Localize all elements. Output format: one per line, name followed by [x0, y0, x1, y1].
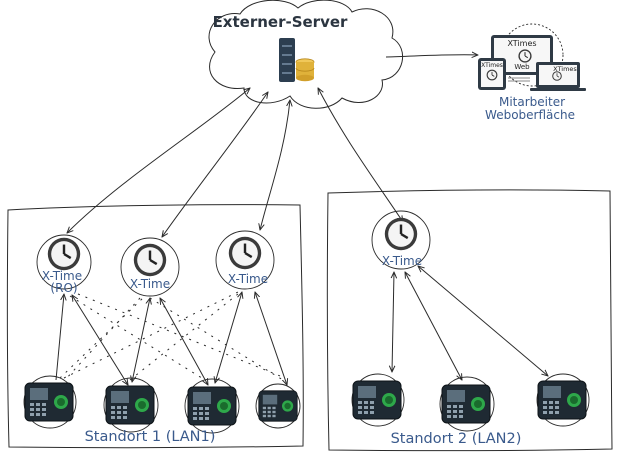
server-title: Externer-Server [213, 13, 348, 31]
site1-clock-2-label: X-Time [130, 277, 170, 291]
site2-boundary [326, 189, 613, 452]
clock-icon [46, 236, 82, 272]
site2-terminal-1 [351, 373, 405, 427]
svg-text:Web: Web [514, 63, 530, 71]
site1-terminal-3 [184, 378, 240, 434]
site1-clock-3-label: X-Time [228, 272, 268, 286]
web-label-line1: Mitarbeiter [499, 95, 565, 109]
site1-dashed-links [59, 291, 286, 381]
site1-clock-1-sublabel: (RO) [50, 281, 77, 295]
site2-terminal-2 [439, 376, 495, 432]
site2-terminal-3 [536, 373, 590, 427]
site1-clock-1 [36, 234, 92, 290]
devices-icon: XTimes Web XTimes XTimes [478, 23, 586, 91]
site1-solid-links [55, 292, 287, 385]
site1-terminal-2 [103, 377, 159, 433]
server-to-clock1-arrow [67, 88, 250, 233]
server-to-clock3-arrow [260, 100, 290, 230]
site1-terminal-4 [255, 383, 301, 429]
clock-icon [227, 235, 263, 271]
site1-clock-3 [215, 230, 275, 290]
site2-clock-1 [371, 210, 431, 270]
site2-links [392, 266, 548, 380]
svg-text:XTimes: XTimes [553, 65, 577, 73]
site1-terminal-1 [23, 375, 77, 429]
server-to-clock4-arrow [318, 88, 403, 222]
server-to-clock2-arrow [162, 92, 268, 237]
site2-clock-1-label: X-Time [382, 254, 422, 268]
clock-icon [132, 242, 168, 278]
site2-label: Standort 2 (LAN2) [391, 431, 522, 447]
svg-text:XTimes: XTimes [507, 39, 536, 48]
clock-icon [383, 216, 419, 252]
site1-clock-2 [120, 237, 180, 297]
web-connection-arrow [385, 55, 478, 57]
site1-clock-1-label: X-Time [42, 269, 82, 283]
web-label-line2: Weboberfläche [485, 108, 575, 122]
site1-label: Standort 1 (LAN1) [85, 429, 216, 445]
server-database-icon [279, 38, 315, 82]
svg-text:XTimes: XTimes [481, 62, 503, 69]
